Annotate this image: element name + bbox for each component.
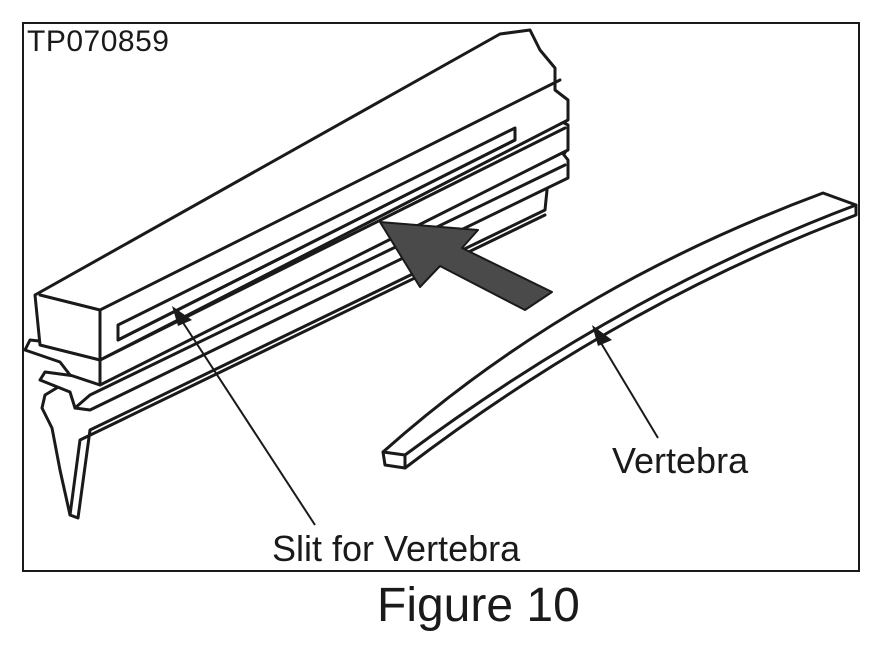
slit-leader-arrowhead-icon (172, 306, 192, 326)
figure-caption: Figure 10 (377, 579, 580, 632)
vertebra-leader-line (597, 337, 659, 439)
figure-reference-code: TP070859 (27, 25, 170, 58)
rubber-blade-top-rail (33, 28, 570, 362)
vertebra-leader-arrowhead-icon (592, 325, 612, 346)
slit-label: Slit for Vertebra (272, 528, 521, 569)
vertebra-strip (381, 191, 858, 470)
slit-leader-line (179, 317, 316, 526)
insertion-arrow-icon (379, 221, 553, 311)
vertebra-slit (116, 126, 517, 342)
vertebra-label: Vertebra (612, 440, 749, 481)
